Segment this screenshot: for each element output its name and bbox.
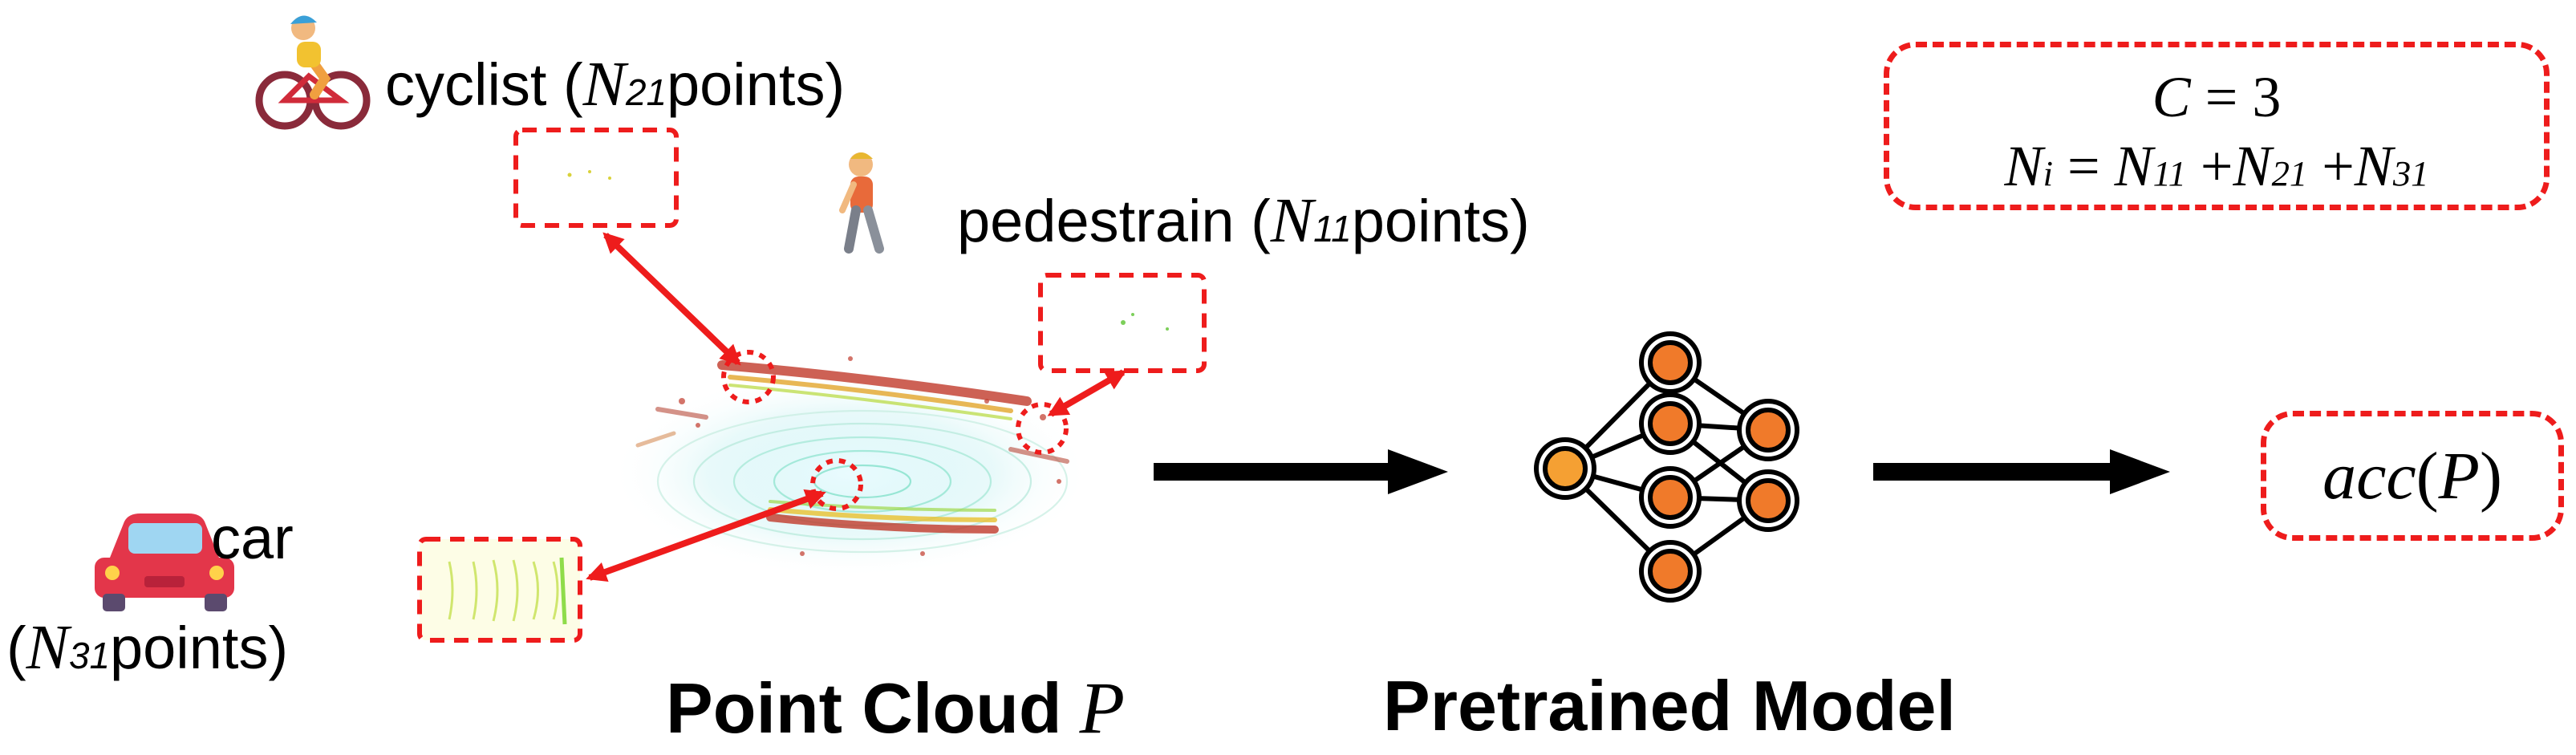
car-count-prefix: (: [6, 615, 26, 681]
car-label-name: car: [211, 505, 294, 571]
formula-n21-var: N: [2233, 134, 2272, 198]
model-caption: Pretrained Model: [1383, 671, 1956, 741]
formula-c-value: 3: [2252, 65, 2282, 129]
flow-arrow-to-output: [1873, 449, 2170, 494]
pedestrian-connector-arrow: [1047, 369, 1127, 417]
formula-plus-2: +: [2307, 134, 2355, 198]
accuracy-open-paren: (: [2416, 438, 2439, 513]
accuracy-func: acc: [2322, 438, 2416, 513]
pedestrian-zoom-box: [1038, 273, 1207, 373]
formula-n31-var: N: [2354, 134, 2393, 198]
cyclist-label: cyclist ( N 21 points): [385, 49, 846, 120]
accuracy-output-box: acc(P): [2261, 411, 2564, 541]
car-label: car: [211, 509, 294, 568]
pedestrian-label-suffix: points): [1351, 188, 1530, 254]
car-location-marker: [810, 458, 863, 511]
cyclist-connector-arrow: [602, 232, 741, 366]
flow-arrow-to-model: [1154, 449, 1448, 494]
formula-ni-sub: i: [2043, 153, 2053, 193]
accuracy-close-paren: ): [2479, 438, 2502, 513]
pedestrian-count-sub: 11: [1313, 208, 1352, 250]
point-cloud-caption: Point Cloud P: [666, 671, 1125, 745]
point-cloud-caption-var: P: [1079, 667, 1126, 749]
formula-ni-var: N: [2004, 134, 2043, 198]
formula-plus-1: +: [2185, 134, 2233, 198]
accuracy-var: P: [2438, 438, 2480, 513]
model-caption-text: Pretrained Model: [1383, 666, 1956, 745]
cyclist-label-suffix: points): [666, 51, 846, 118]
car-connector-arrow: [586, 489, 826, 582]
neural-network-icon: [1534, 331, 1799, 603]
pedestrian-location-marker: [1016, 402, 1069, 455]
car-count-suffix: points): [109, 615, 289, 681]
car-icon: [95, 513, 234, 611]
formula-n11-var: N: [2114, 134, 2153, 198]
pedestrian-label: pedestrain ( N 11 points): [957, 189, 1530, 254]
formula-line-1: C = 3: [1889, 68, 2544, 126]
pedestrian-count-var: N: [1270, 185, 1314, 256]
point-cloud-caption-text: Point Cloud: [666, 668, 1062, 748]
formula-line-2: Ni = N11 +N21 +N31: [1889, 137, 2544, 195]
formula-box: C = 3 Ni = N11 +N21 +N31: [1884, 42, 2550, 210]
cyclist-count-sub: 21: [625, 71, 667, 113]
formula-eq-2: =: [2052, 134, 2115, 198]
formula-c-var: C: [2152, 65, 2191, 129]
cyclist-location-marker: [721, 350, 776, 404]
car-zoom-box: [417, 537, 582, 643]
pedestrian-label-name: pedestrain (: [957, 188, 1271, 254]
cyclist-count-var: N: [582, 49, 626, 120]
formula-n31-sub: 31: [2392, 153, 2429, 193]
formula-n21-sub: 21: [2271, 153, 2308, 193]
cyclist-label-name: cyclist (: [385, 51, 583, 118]
formula-n11-sub: 11: [2152, 153, 2186, 193]
cyclist-icon: [255, 15, 371, 130]
car-count-sub: 31: [68, 635, 110, 676]
cyclist-zoom-box: [513, 128, 679, 228]
formula-eq-1: =: [2190, 65, 2253, 129]
accuracy-expression: acc(P): [2322, 437, 2502, 515]
pedestrian-icon: [839, 152, 884, 254]
car-count-label: ( N 31 points): [6, 612, 289, 683]
car-count-var: N: [26, 612, 69, 683]
